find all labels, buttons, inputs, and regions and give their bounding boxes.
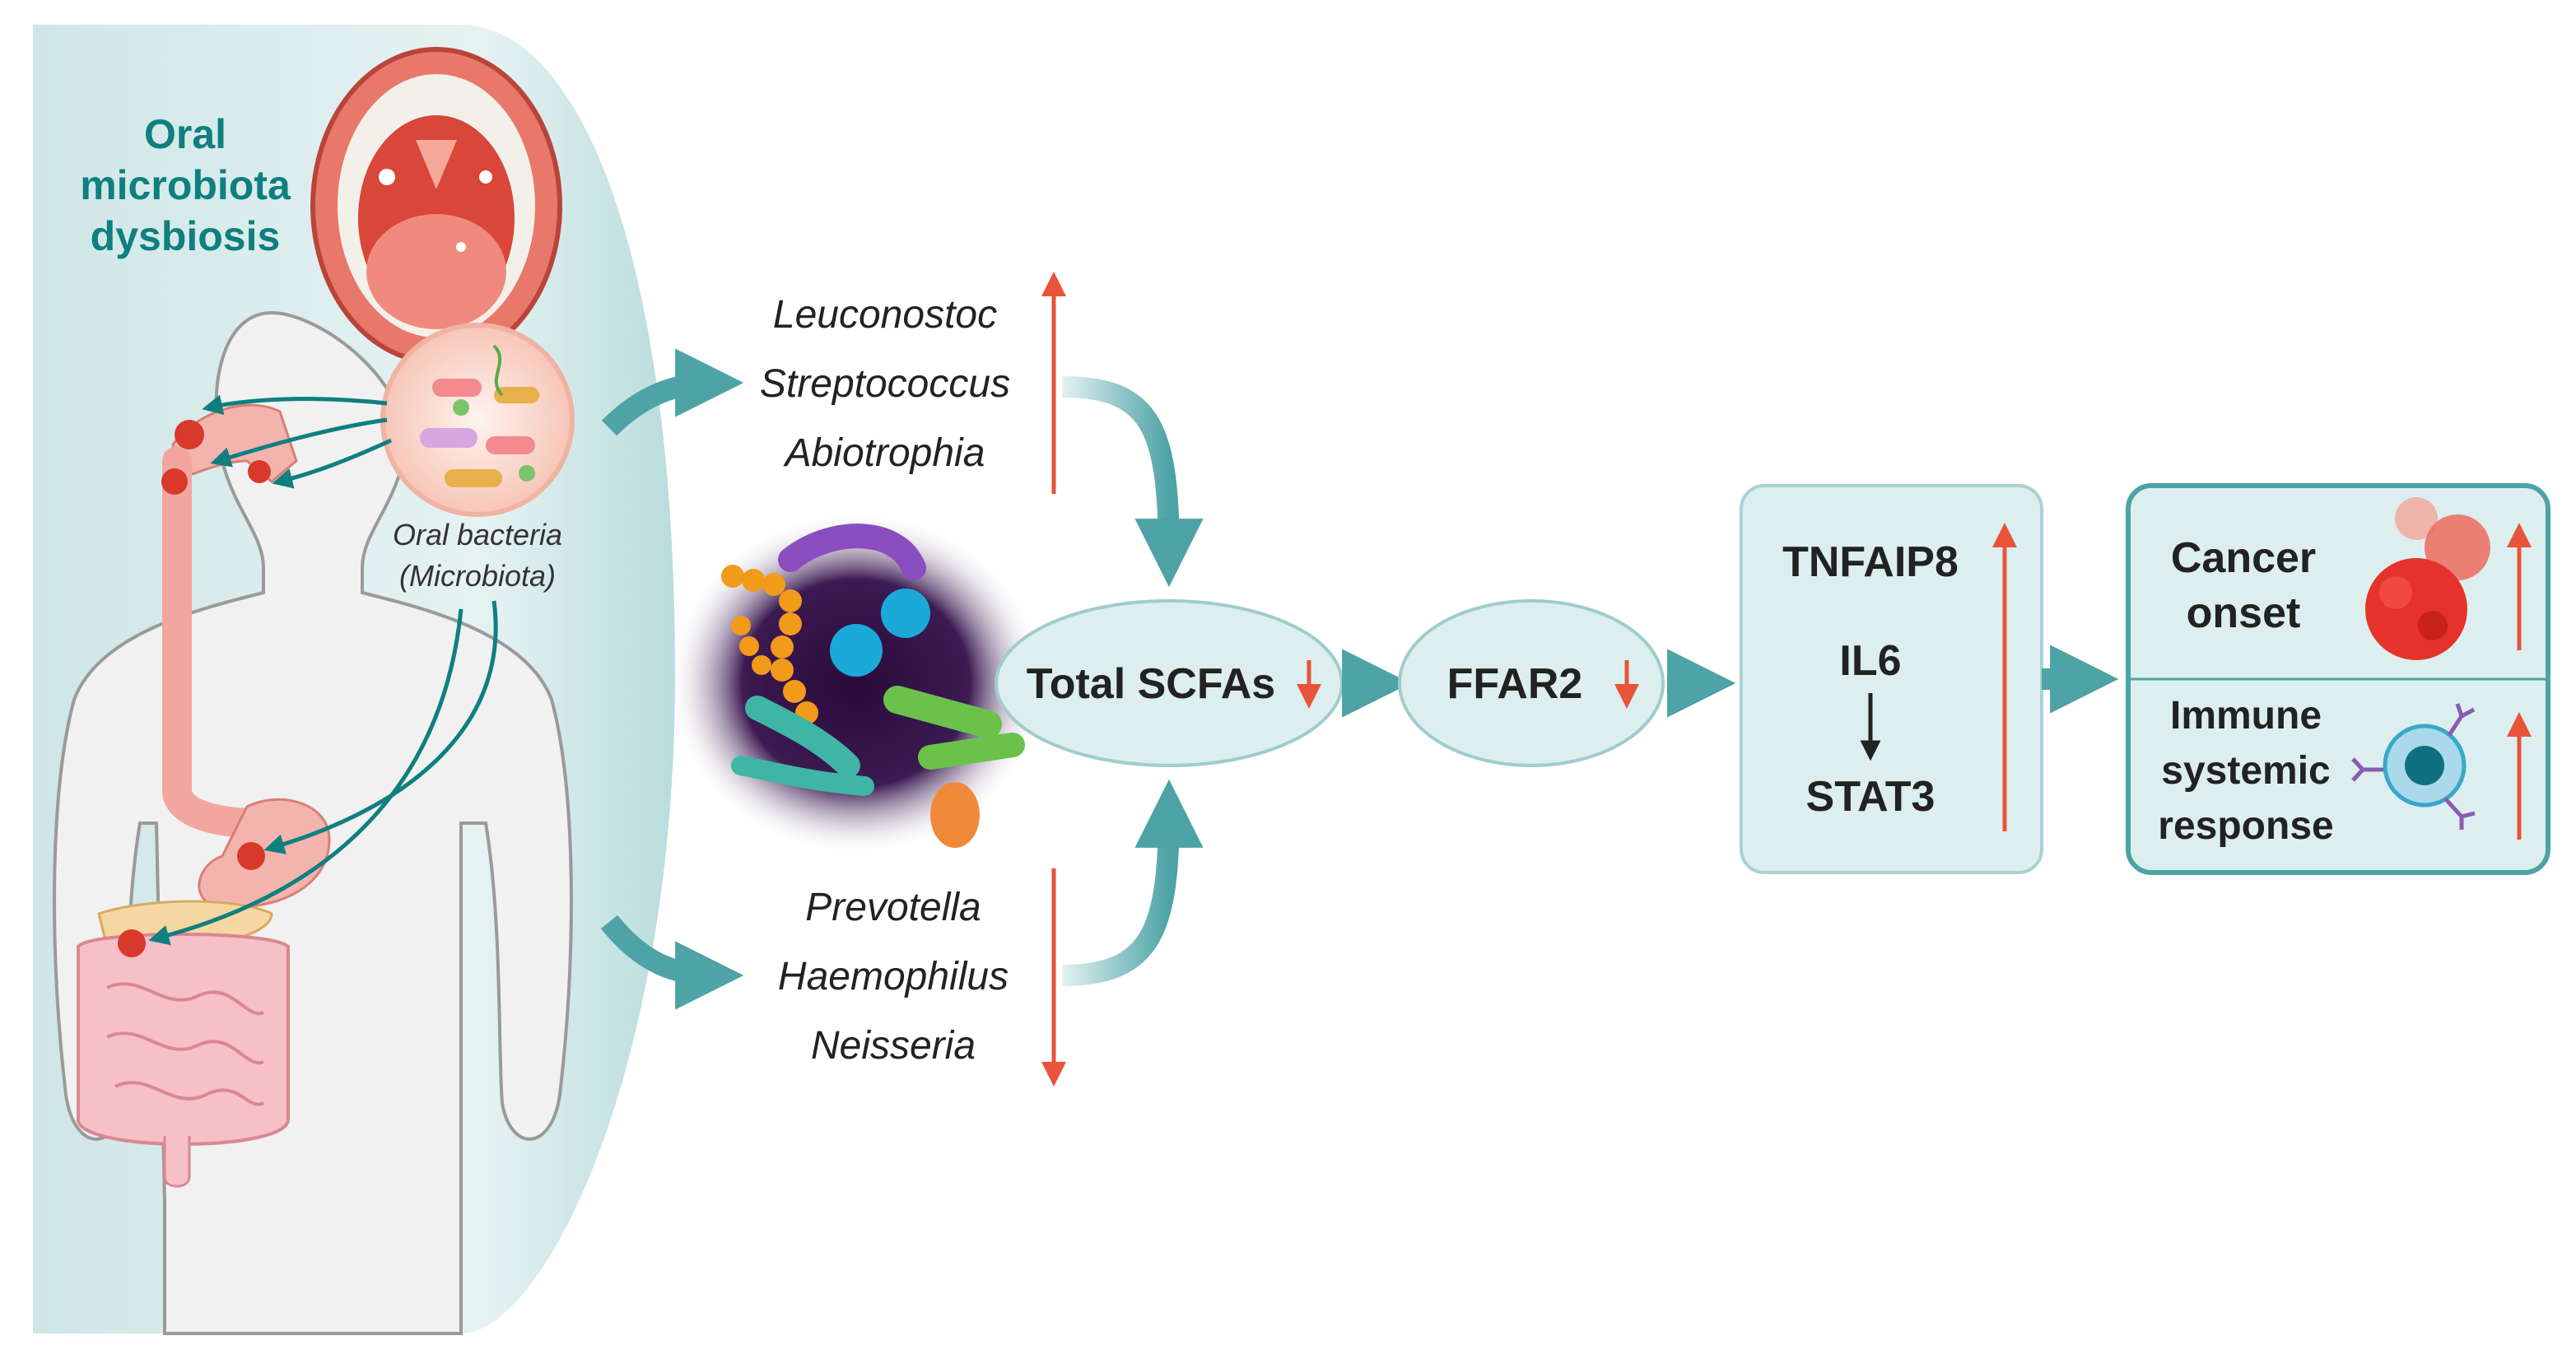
outcome-immune-line2: systemic	[2161, 749, 2330, 793]
genus-increased-1: Leuconostoc	[773, 293, 997, 337]
arrow-decreased-to-scfa	[1061, 779, 1204, 986]
outcome-immune-line1: Immune	[2170, 694, 2322, 738]
gene-stat3: STAT3	[1806, 773, 1935, 821]
title-line2: microbiota	[80, 162, 291, 208]
oral-bacteria-bubble	[380, 323, 575, 517]
gene-il6: IL6	[1839, 637, 1901, 685]
ffar2-node	[1398, 599, 1665, 767]
human-body-illustration	[53, 310, 573, 1335]
bacteria-label-line2: (Microbiota)	[399, 559, 556, 593]
microbe-cluster-illustration	[667, 510, 1046, 856]
arrow-increased-to-scfa	[1061, 376, 1204, 588]
genus-increased-2: Streptococcus	[760, 362, 1010, 406]
tumor-cluster-icon	[2365, 497, 2490, 660]
title-line3: dysbiosis	[91, 213, 281, 259]
infection-site-pancreas	[118, 929, 146, 957]
ffar2-label: FFAR2	[1447, 660, 1583, 708]
genus-increased-3: Abiotrophia	[783, 431, 985, 475]
bacteria-label-line1: Oral bacteria	[393, 518, 562, 552]
genus-decreased-3: Neisseria	[811, 1024, 976, 1068]
genus-decreased-2: Haemophilus	[778, 955, 1009, 998]
infection-site-pharynx	[161, 468, 188, 495]
scfa-node	[995, 599, 1344, 767]
immune-cell-icon	[2351, 703, 2476, 830]
outcome-cancer-line1: Cancer	[2171, 534, 2316, 582]
title-line1: Oral	[144, 111, 226, 157]
open-mouth-icon	[310, 47, 562, 365]
gene-tnfaip8: TNFAIP8	[1782, 538, 1959, 586]
genus-decreased-1: Prevotella	[805, 886, 981, 929]
infection-site-oral	[248, 460, 271, 483]
infection-site-stomach	[237, 842, 265, 870]
infection-site-nasal	[175, 420, 204, 449]
outcome-immune-line3: response	[2158, 804, 2333, 848]
scfa-label: Total SCFAs	[1027, 660, 1275, 708]
arrow-to-decreased-genera	[600, 915, 744, 1010]
outcome-cancer-line2: onset	[2187, 589, 2301, 637]
arrow-to-increased-genera	[601, 348, 744, 436]
spread-arrows	[148, 394, 498, 946]
